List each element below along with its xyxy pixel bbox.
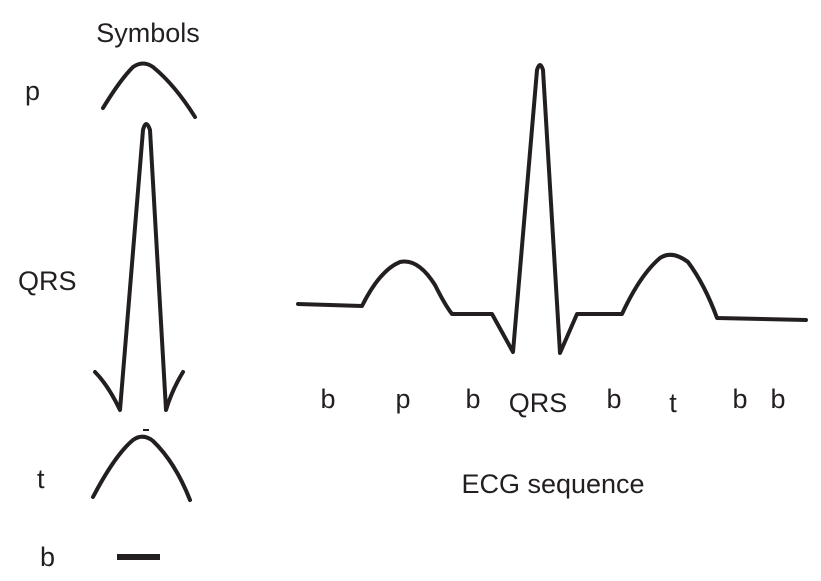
qrs-complex-symbol [93, 122, 185, 412]
symbols-title: Symbols [96, 18, 200, 48]
sequence-label: b [606, 384, 621, 414]
sequence-caption: ECG sequence [461, 469, 644, 499]
ecg-waveform [296, 63, 808, 355]
symbol-label-p: p [25, 76, 40, 106]
sequence-label: p [395, 384, 410, 414]
symbol-label-qrs: QRS [18, 266, 77, 296]
symbol-label-b: b [40, 542, 55, 572]
sequence-label: b [320, 384, 335, 414]
sequence-label: b [770, 384, 785, 414]
p-wave-symbol [101, 61, 197, 119]
t-wave-symbol [91, 434, 192, 502]
sequence-label: b [465, 384, 480, 414]
sequence-label: QRS [509, 388, 568, 418]
symbol-label-t: t [37, 464, 45, 494]
sequence-label: b [732, 384, 747, 414]
sequence-label: t [669, 388, 677, 418]
